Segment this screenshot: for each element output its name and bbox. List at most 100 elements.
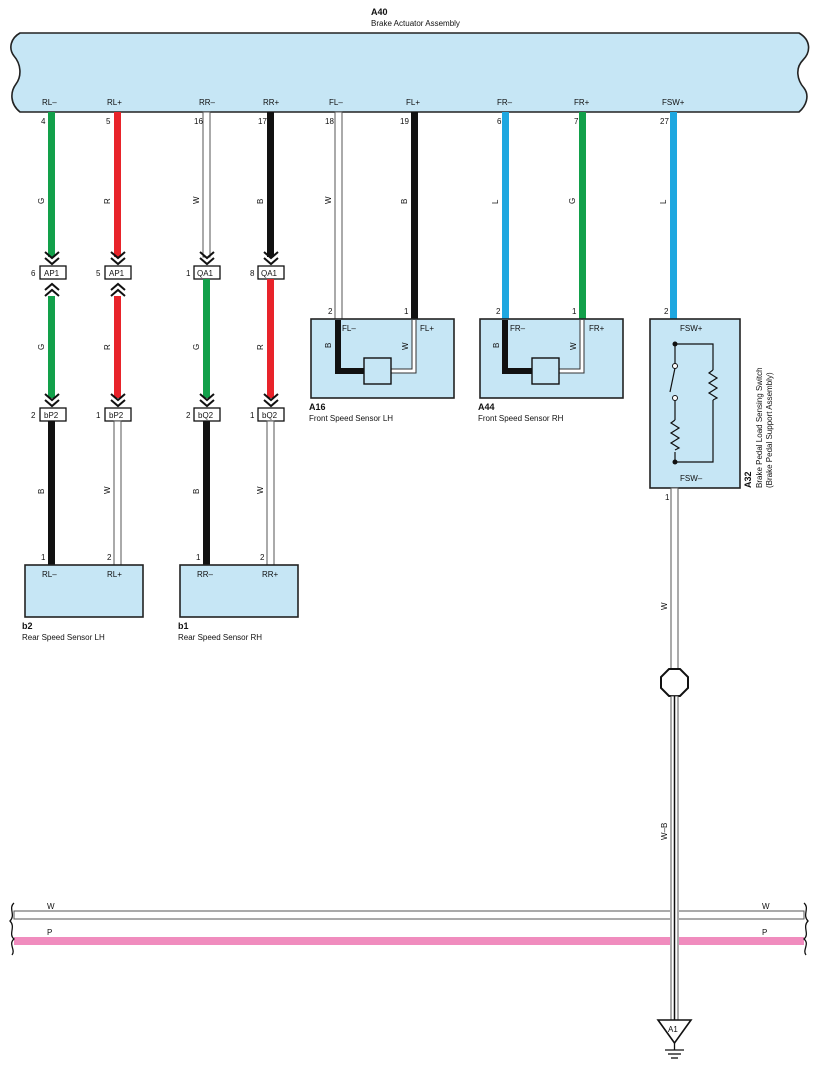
pin-label-fr-minus: FR–: [497, 98, 513, 107]
chevron-down-icon: [199, 393, 215, 408]
rear-speed-sensor-lh: 1 2 RL– RL+ b2 Rear Speed Sensor LH: [22, 553, 144, 642]
pin-label-rl-minus: RL–: [42, 98, 57, 107]
conn-pin: 2: [186, 411, 191, 420]
code-fsw-plus: L: [659, 199, 668, 204]
ground-label: A1: [668, 1025, 678, 1034]
pin-label: RL–: [42, 570, 57, 579]
code-fl-minus: W: [324, 196, 333, 204]
inner-code: B: [492, 343, 501, 348]
code-rr-plus: B: [256, 199, 265, 204]
pin-num: 1: [572, 307, 577, 316]
bus-label-p: P: [762, 928, 767, 937]
wire-fr-minus-l: [502, 112, 509, 320]
pin-num-fsw-plus: 27: [660, 117, 669, 126]
wire-fl-minus-w: [334, 111, 343, 321]
pin-label-fl-plus: FL+: [406, 98, 420, 107]
code-fl-plus: B: [400, 199, 409, 204]
pin-num: 2: [496, 307, 501, 316]
component-code: b2: [22, 621, 33, 631]
pin-label: FR–: [510, 324, 526, 333]
pin-num: 2: [328, 307, 333, 316]
conn-pin: 6: [31, 269, 36, 278]
code-mid: G: [192, 344, 201, 350]
conn-pin: 1: [96, 411, 101, 420]
wire-fr-plus-g: [579, 112, 586, 320]
component-code: A16: [309, 402, 326, 412]
wire-fl-plus-b: [411, 112, 418, 320]
wire-low-rl-minus: [48, 421, 55, 565]
conn-name: bQ2: [198, 411, 214, 420]
component-code: b1: [178, 621, 189, 631]
resistor-icon: [669, 419, 681, 451]
pin-num-rl-plus: 5: [106, 117, 111, 126]
lower-chevrons: [44, 393, 279, 408]
pin-label: FL+: [420, 324, 434, 333]
bus-label-w: W: [47, 902, 55, 911]
conn-pin: 2: [31, 411, 36, 420]
ground-point: A1: [656, 1019, 693, 1059]
brake-actuator-body: [10, 32, 810, 113]
actuator-pin-labels: RL– RL+ RR– RR+ FL– FL+ FR– FR+ FSW+: [42, 98, 685, 107]
mid-chevrons-up: [44, 282, 126, 297]
wire-mid-rl-minus: [48, 296, 55, 398]
inner-code: W: [569, 342, 578, 350]
wire-mid-rl-plus: [114, 296, 121, 398]
pin-num: 1: [41, 553, 46, 562]
pin-label: RL+: [107, 570, 122, 579]
bus-label-w: W: [762, 902, 770, 911]
code-rl-minus: G: [37, 198, 46, 204]
wire-low-rl-plus: [113, 420, 122, 566]
actuator-name: Brake Actuator Assembly: [371, 19, 460, 28]
chevron-down-icon: [44, 251, 60, 266]
inner-wire-w: [390, 320, 416, 373]
upper-chevrons: [44, 251, 279, 266]
conn-pin: 8: [250, 269, 255, 278]
pin-label-rr-plus: RR+: [263, 98, 280, 107]
contact-icon: [672, 395, 678, 401]
conn-pin: 1: [186, 269, 191, 278]
pin-label: FR+: [589, 324, 605, 333]
actuator-code: A40: [371, 7, 388, 17]
component-name: Rear Speed Sensor LH: [22, 633, 105, 642]
pin-num: 2: [260, 553, 265, 562]
inner-wire-b: [502, 320, 532, 374]
component-name: Brake Pedal Load Sensing Switch: [755, 367, 764, 488]
conn-pin: 5: [96, 269, 101, 278]
pin-label: RR–: [197, 570, 214, 579]
splice-point-icon: [660, 668, 689, 697]
bus-wires: W W P P: [9, 902, 809, 956]
pin-label-rl-plus: RL+: [107, 98, 122, 107]
conn-name: bP2: [109, 411, 124, 420]
rear-rh-body: [179, 564, 299, 618]
front-speed-sensor-lh: 2 1 FL– FL+ B W A16 Front Speed Sensor L…: [309, 307, 455, 423]
wire-code: W–B: [660, 823, 669, 840]
wires-upper: [48, 111, 677, 321]
resistor-branch: [675, 343, 714, 463]
component-code: A32: [743, 471, 753, 488]
wire-low-rr-plus: [266, 420, 275, 566]
break-right-icon: [802, 902, 809, 956]
code-low: B: [192, 489, 201, 494]
pin-num: 1: [196, 553, 201, 562]
wire-rr-plus-b: [267, 112, 274, 257]
code-low: W: [256, 486, 265, 494]
pin-label: RR+: [262, 570, 279, 579]
pin-num-fl-minus: 18: [325, 117, 334, 126]
contact-icon: [672, 363, 678, 369]
pin-label: FSW+: [680, 324, 703, 333]
pin-num-rl-minus: 4: [41, 117, 46, 126]
pin-label-rr-minus: RR–: [199, 98, 216, 107]
pin-num-rr-minus: 16: [194, 117, 203, 126]
component-code: A44: [478, 402, 495, 412]
chevron-down-icon: [263, 251, 279, 266]
pin-num: 2: [664, 307, 669, 316]
break-left-icon: [9, 902, 16, 956]
pin-num-fr-plus: 7: [574, 117, 579, 126]
switch-body: [649, 318, 741, 489]
wire-mid-rr-minus: [203, 279, 210, 398]
inner-code: B: [324, 343, 333, 348]
wire-fsw-minus-w: [670, 487, 679, 671]
pin-label-fl-minus: FL–: [329, 98, 343, 107]
resistor-icon: [707, 369, 719, 401]
